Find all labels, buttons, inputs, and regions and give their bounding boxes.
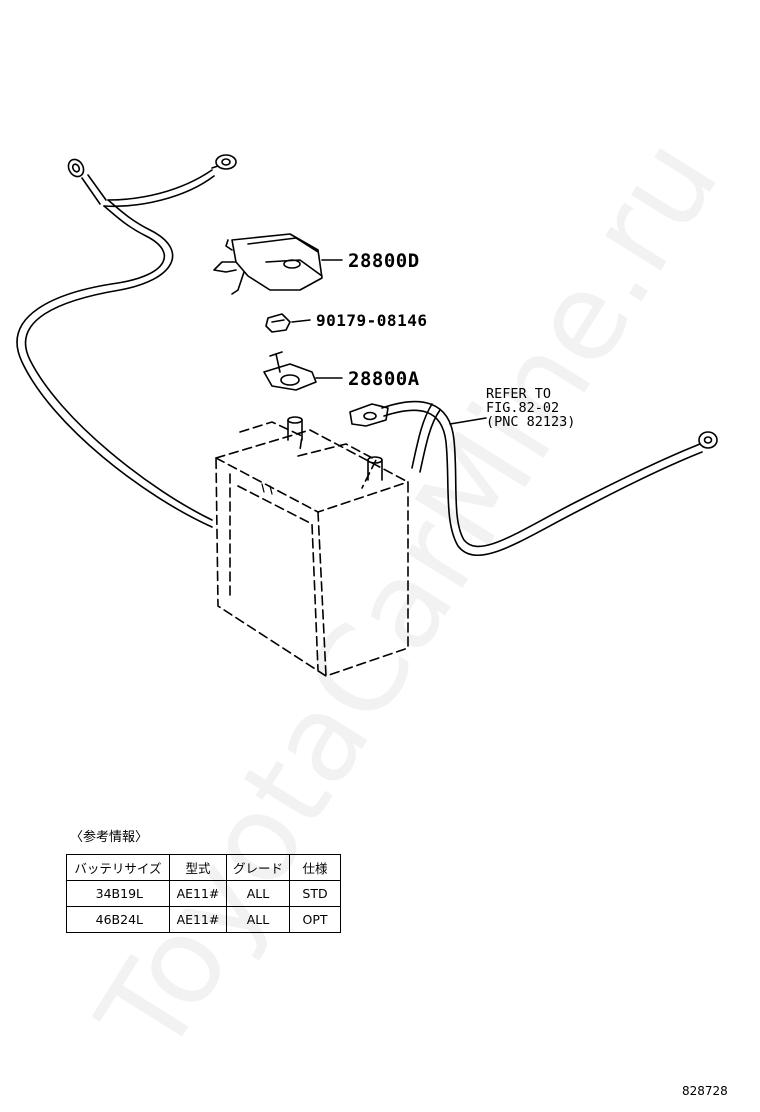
header-spec: 仕様: [289, 854, 341, 881]
nut-drawing: [265, 313, 291, 333]
header-battery-size: バッテリサイズ: [66, 854, 170, 881]
ground-cable: [16, 169, 215, 528]
cell-battery-size: 46B24L: [66, 906, 170, 933]
part-number-nut[interactable]: 90179-08146: [316, 311, 428, 330]
ring-terminal-left: [67, 158, 85, 178]
battery-posts: [287, 416, 383, 481]
reference-header-row: バッテリサイズ 型式 グレード 仕様: [66, 854, 341, 881]
terminal-cover-drawing: [213, 233, 323, 295]
cell-model: AE11#: [169, 880, 227, 907]
leader-refer: [449, 417, 487, 425]
cell-grade: ALL: [226, 906, 290, 933]
terminal-clamp-drawing: [263, 351, 317, 391]
reference-caption: 〈参考情報〉: [70, 830, 149, 845]
refer-line-1: REFER TO: [486, 386, 552, 402]
header-grade: グレード: [226, 854, 290, 881]
refer-line-2: FIG.82-02: [486, 400, 560, 416]
cell-grade: ALL: [226, 880, 290, 907]
figure-number: 828728: [682, 1084, 728, 1098]
positive-cable: [381, 400, 703, 556]
table-row: 46B24L AE11# ALL OPT: [66, 906, 341, 933]
ring-terminal-top: [215, 154, 237, 170]
header-model: 型式: [169, 854, 227, 881]
ring-terminal-right: [698, 431, 718, 449]
cell-spec: STD: [289, 880, 341, 907]
leader-90179-08146: [291, 319, 311, 323]
reference-table: バッテリサイズ 型式 グレード 仕様 34B19L AE11# ALL STD …: [66, 854, 341, 933]
refer-line-3: (PNC 82123): [486, 414, 576, 430]
refer-note: REFER TO FIG.82-02 (PNC 82123): [486, 387, 575, 429]
cell-spec: OPT: [289, 906, 341, 933]
cell-battery-size: 34B19L: [66, 880, 170, 907]
table-row: 34B19L AE11# ALL STD: [66, 880, 341, 907]
part-number-terminal-clamp[interactable]: 28800A: [348, 368, 420, 390]
part-number-terminal-cover[interactable]: 28800D: [348, 250, 420, 272]
battery-outline: [215, 421, 409, 677]
positive-clamp: [349, 403, 389, 427]
cell-model: AE11#: [169, 906, 227, 933]
